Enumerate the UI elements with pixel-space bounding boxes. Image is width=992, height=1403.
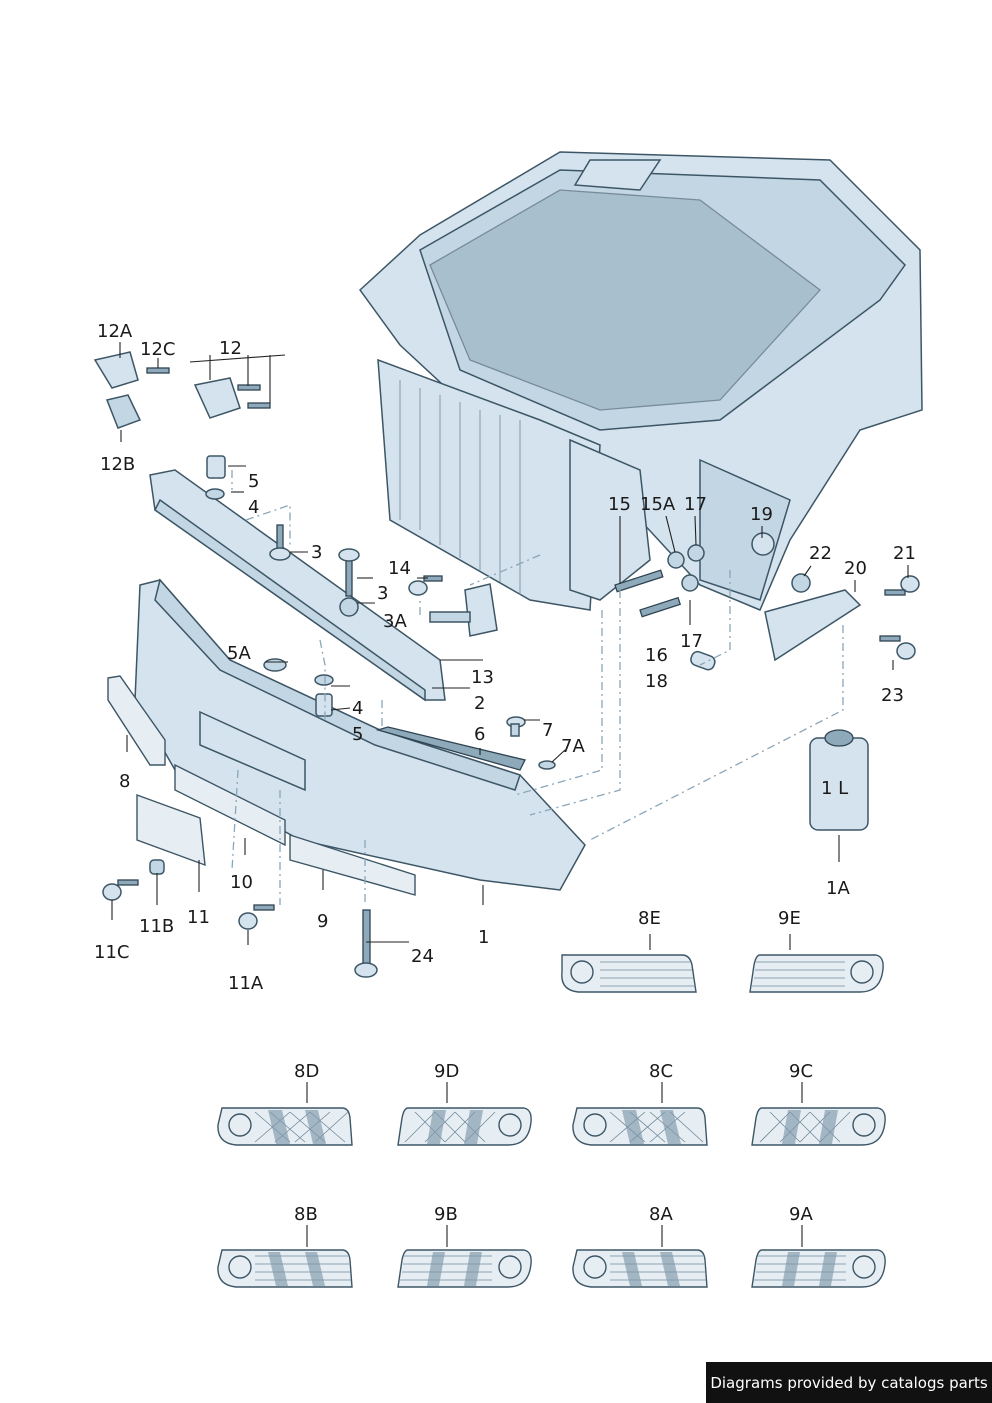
label-24: 24 [411,946,434,967]
label-16: 16 [645,645,668,666]
label-9A: 9A [789,1204,813,1225]
grille-9D [397,1107,532,1146]
label-11: 11 [187,907,210,928]
label-10: 10 [230,872,253,893]
label-5A: 5A [227,643,251,664]
label-23: 23 [881,685,904,706]
label-19: 19 [750,504,773,525]
fasteners [93,351,920,978]
credit-banner: Diagrams provided by catalogs parts [706,1362,992,1403]
leader-lines [111,342,909,1247]
grille-9C [751,1107,886,1146]
grille-8E [561,954,697,993]
label-12: 12 [219,338,242,359]
label-8D: 8D [294,1061,319,1082]
label-12A: 12A [97,321,133,342]
label-21: 21 [893,543,916,564]
label-8B: 8B [294,1204,318,1225]
label-9B: 9B [434,1204,458,1225]
label-17-top: 17 [684,494,707,515]
label-4-top: 4 [248,497,259,518]
bumper-reinforcement [149,469,446,702]
label-14: 14 [388,558,411,579]
label-3-left: 3 [311,542,322,563]
label-11B: 11B [139,916,174,937]
assembly-grilles [107,675,416,896]
label-1L: 1 L [821,778,848,799]
grille-9E [749,954,884,993]
label-8C: 8C [649,1061,673,1082]
car-body-illustration [358,151,923,611]
label-9C: 9C [789,1061,813,1082]
label-5-top: 5 [248,471,259,492]
label-7: 7 [542,720,553,741]
label-1A: 1A [826,878,850,899]
label-9D: 9D [434,1061,459,1082]
label-18: 18 [645,671,668,692]
callout-labels: 12A 12C 12 12B 5 4 3 3 3A 14 5A 13 2 4 5… [94,321,916,1225]
grille-9B [397,1249,532,1288]
label-11C: 11C [94,942,129,963]
label-8E: 8E [638,908,661,929]
label-12C: 12C [140,339,175,360]
label-2: 2 [474,693,485,714]
label-8A: 8A [649,1204,673,1225]
grille-8D [217,1107,353,1146]
label-20: 20 [844,558,867,579]
grille-8A [572,1249,708,1288]
label-12B: 12B [100,454,135,475]
label-7A: 7A [561,736,585,757]
label-3-right: 3 [377,583,388,604]
label-15A: 15A [640,494,676,515]
label-8: 8 [119,771,130,792]
bumper-cover [134,578,586,891]
assembly-lines [231,470,844,905]
grille-8C [572,1107,708,1146]
label-9E: 9E [778,908,801,929]
label-9: 9 [317,911,328,932]
label-4-bottom: 4 [352,698,363,719]
label-22: 22 [809,543,832,564]
label-11A: 11A [228,973,264,994]
label-6: 6 [474,724,485,745]
label-5-bottom: 5 [352,724,363,745]
grille-8B [217,1249,353,1288]
grille-9A [751,1249,886,1288]
label-15: 15 [608,494,631,515]
variant-grilles [217,954,886,1288]
label-3A: 3A [383,611,407,632]
label-13: 13 [471,667,494,688]
label-1: 1 [478,927,489,948]
label-17-bottom: 17 [680,631,703,652]
